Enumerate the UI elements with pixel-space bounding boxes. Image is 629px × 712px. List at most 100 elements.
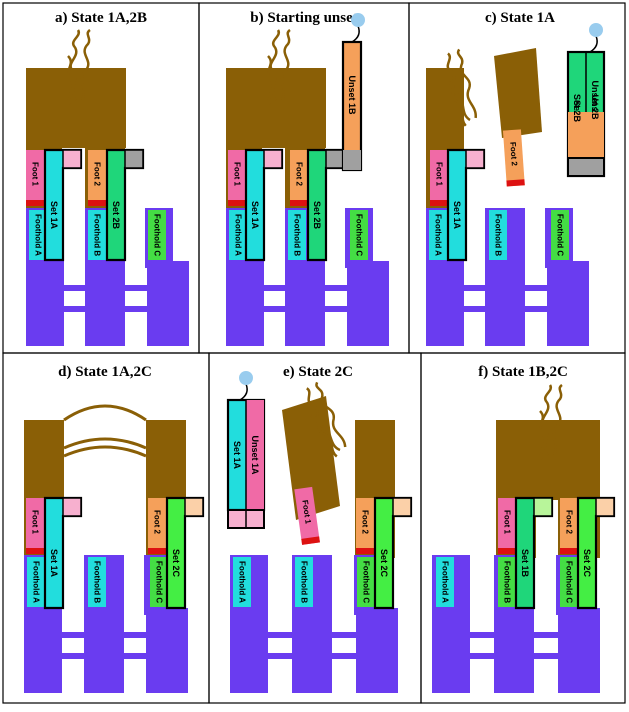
leg-body-lifted	[494, 48, 542, 138]
leg-body	[26, 68, 126, 148]
track-rung	[325, 285, 347, 291]
foothold-label-box	[233, 557, 251, 607]
foothold-label: Foothold B	[93, 214, 102, 256]
set-strand-toe	[62, 497, 82, 517]
track-rung	[124, 632, 146, 638]
foot-label: Foot 1	[233, 162, 242, 187]
foot-label: Foot 2	[93, 162, 102, 187]
foothold-label-box	[350, 210, 368, 260]
set-strand-label: Set 2B	[312, 201, 322, 230]
foot-strand	[228, 150, 246, 206]
foot-label: Foot 2	[361, 510, 370, 535]
track-rung	[268, 632, 292, 638]
loop-arc	[63, 445, 147, 458]
foothold-label-box	[27, 557, 45, 607]
foothold-label-box	[288, 210, 306, 260]
foot-strand	[430, 150, 448, 206]
foot-red-tip	[301, 536, 320, 545]
foothold-label: Foothold A	[32, 561, 41, 603]
foothold-label-box	[229, 210, 247, 260]
foothold-label-box	[148, 210, 166, 260]
foothold-label: Foothold C	[556, 214, 565, 256]
set-strand-label: Set 1A	[49, 549, 59, 578]
track-pillar	[558, 608, 600, 693]
foot-label: Foot 2	[153, 510, 162, 535]
foothold-label-box	[560, 557, 578, 607]
track-rung	[264, 306, 285, 312]
lifted-foot-group: Foot 1	[294, 486, 320, 545]
bead	[351, 13, 365, 27]
foothold-label-box	[357, 557, 375, 607]
foot-red-tip	[560, 548, 578, 554]
set-strand-label: Set 2C	[171, 549, 181, 578]
foothold-label-box	[295, 557, 313, 607]
loop-arc	[63, 404, 147, 422]
foot-label: Foot 1	[31, 162, 40, 187]
foothold-label-box	[150, 557, 168, 607]
foothold-label: Foothold B	[503, 561, 512, 603]
foothold-label: Foothold B	[293, 214, 302, 256]
foothold-label: Foothold C	[155, 561, 164, 603]
track-rung	[62, 632, 84, 638]
foot-label: Foot 1	[300, 499, 312, 525]
foothold-label: Foothold B	[93, 561, 102, 603]
foothold-label-box	[436, 557, 454, 607]
loop-wave	[267, 28, 291, 105]
foot-red-tip	[506, 179, 525, 187]
set-strand-toe	[325, 149, 345, 169]
bead	[239, 371, 253, 385]
set-strand-toe	[263, 149, 283, 169]
track-pillar	[147, 261, 189, 346]
track-rung	[332, 632, 356, 638]
foothold-label: Foothold A	[434, 214, 443, 256]
foot-red-tip	[430, 200, 448, 206]
foot-label: Foot 1	[435, 162, 444, 187]
set-strand-toe	[184, 497, 204, 517]
foot-red-tip	[356, 548, 374, 554]
unset-label: Set 1A	[232, 441, 242, 470]
foot-strand	[356, 498, 374, 554]
track-rung	[325, 306, 347, 312]
track-rung	[464, 306, 485, 312]
foot-strand	[88, 150, 106, 206]
track-rung	[534, 653, 558, 659]
foothold-label-box	[429, 210, 447, 260]
lifted-foot-group: Foot 2	[502, 129, 525, 187]
foot-strand	[26, 150, 44, 206]
foothold-label: Foothold A	[34, 214, 43, 256]
set-strand-toe	[595, 497, 615, 517]
track-rung	[464, 285, 485, 291]
panel-title: d) State 1A,2C	[58, 364, 152, 380]
unset-label: Unset 2B	[590, 80, 600, 120]
panel-title: e) State 2C	[283, 364, 353, 380]
foot-red-tip	[148, 548, 166, 554]
foot-label: Foot 1	[31, 510, 40, 535]
track-rung	[64, 306, 85, 312]
foot-label: Foot 1	[503, 510, 512, 535]
set-strand-label: Set 1B	[520, 549, 530, 578]
set-strand-toe	[124, 149, 144, 169]
foot-strand	[26, 498, 44, 554]
foot-red-tip	[88, 200, 106, 206]
foothold-label-box	[498, 557, 516, 607]
set-strand-label: Set 2B	[111, 201, 121, 230]
unset-strand-half	[246, 400, 264, 510]
track-rung	[125, 285, 147, 291]
foot-red-tip	[26, 548, 44, 554]
unset-label: Unset 1A	[250, 435, 260, 475]
foothold-label: Foothold B	[494, 214, 503, 256]
set-strand-label: Set 1A	[250, 201, 260, 230]
panel-d-state-1a-2c: d) State 1A,2C Foothold A Foothold B Footho…	[2, 352, 210, 704]
panel-title: a) State 1A,2B	[55, 10, 147, 26]
track-rung	[125, 306, 147, 312]
track-rung	[470, 632, 494, 638]
foothold-label-box	[489, 210, 507, 260]
set-strand-label: Set 2C	[379, 549, 389, 578]
unset-label: Set 2B	[572, 94, 582, 123]
set-strand-toe	[392, 497, 412, 517]
bead-tether	[239, 383, 248, 401]
